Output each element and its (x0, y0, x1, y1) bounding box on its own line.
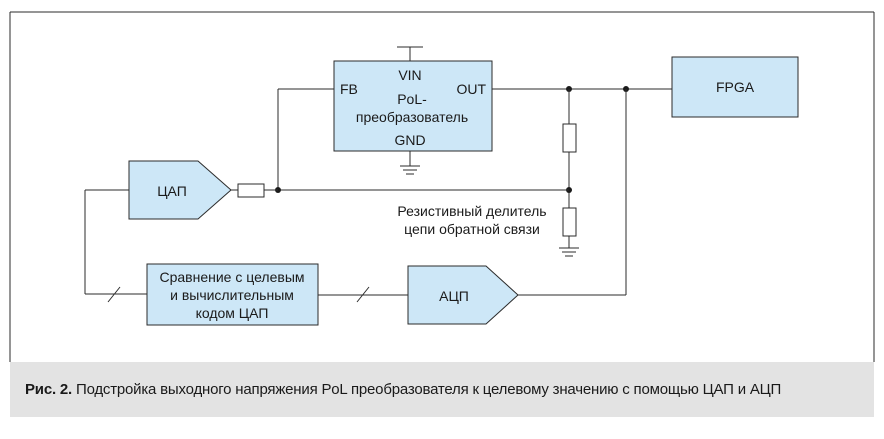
adc-input-wire (518, 89, 627, 296)
adc-label: АЦП (439, 288, 469, 304)
diagram-frame (9, 11, 875, 362)
lower-resistor (562, 207, 577, 237)
pol-vin-label: VIN (398, 67, 421, 83)
feedback-wires (231, 88, 569, 198)
pol-out-label: OUT (456, 81, 486, 97)
compare-line1: Сравнение с целевым (159, 269, 304, 285)
caption-text: Рис. 2. Подстройка выходного напряжения … (25, 381, 781, 398)
vin-supply-symbol (397, 46, 423, 61)
pol-ground-symbol (400, 151, 420, 175)
pol-name-line2: преобразователь (356, 109, 468, 125)
compare-line3: кодом ЦАП (196, 305, 269, 321)
out-wire (492, 86, 672, 92)
caption-label: Рис. 2. (25, 381, 73, 398)
fpga-block: FPGA (671, 56, 799, 118)
compare-block: Сравнение с целевым и вычислительным код… (146, 263, 319, 326)
pol-converter-block: VIN FB OUT PoL- преобразователь GND (333, 60, 493, 152)
pol-gnd-label: GND (394, 132, 425, 148)
divider-label-line2: цепи обратной связи (404, 221, 540, 237)
upper-resistor (562, 123, 577, 153)
adc-to-compare-bus (318, 286, 408, 303)
dac-series-resistor (237, 183, 265, 198)
divider-label-line1: Резистивный делитель (397, 203, 546, 219)
pol-fb-label: FB (340, 81, 358, 97)
dac-label: ЦАП (157, 183, 187, 199)
caption-body: Подстройка выходного напряжения PoL прео… (75, 381, 782, 398)
fpga-label: FPGA (716, 79, 755, 95)
dac-block: ЦАП (128, 160, 232, 220)
figure-caption: Рис. 2. Подстройка выходного напряжения … (10, 362, 874, 417)
compare-line2: и вычислительным (170, 287, 294, 303)
adc-block: АЦП (407, 265, 519, 325)
compare-to-dac-bus (84, 189, 147, 303)
pol-name-line1: PoL- (397, 91, 427, 107)
resistive-divider (559, 89, 579, 257)
